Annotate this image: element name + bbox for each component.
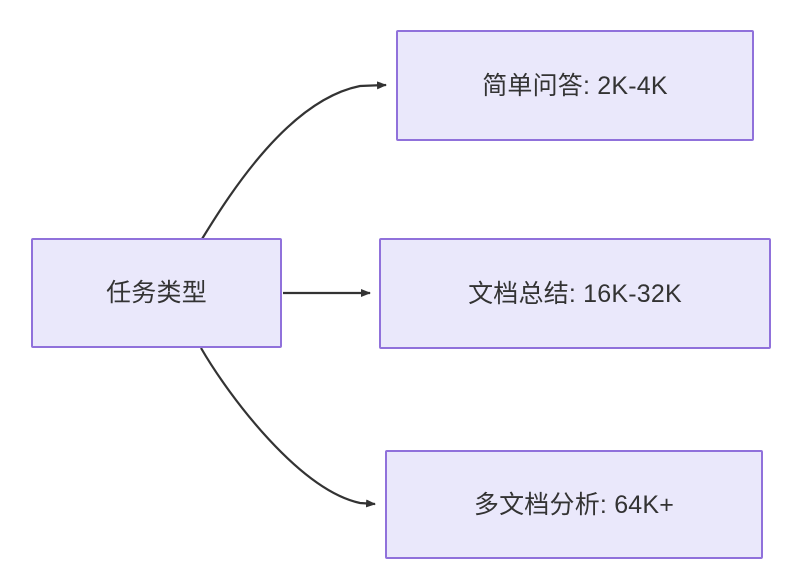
node-multi-document-analysis[interactable]: 多文档分析: 64K+ xyxy=(385,450,763,559)
edge-root-to-multi-doc xyxy=(200,347,376,508)
node-task-type-label: 任务类型 xyxy=(106,279,207,307)
node-simple-qa[interactable]: 简单问答: 2K-4K xyxy=(396,30,754,141)
edge-root-to-simple-qa xyxy=(201,81,387,240)
node-simple-qa-label: 简单问答: 2K-4K xyxy=(482,71,668,100)
node-multi-document-analysis-label: 多文档分析: 64K+ xyxy=(473,490,675,519)
node-document-summary-label: 文档总结: 16K-32K xyxy=(468,279,682,308)
node-task-type[interactable]: 任务类型 xyxy=(31,238,282,348)
node-document-summary[interactable]: 文档总结: 16K-32K xyxy=(379,238,771,349)
